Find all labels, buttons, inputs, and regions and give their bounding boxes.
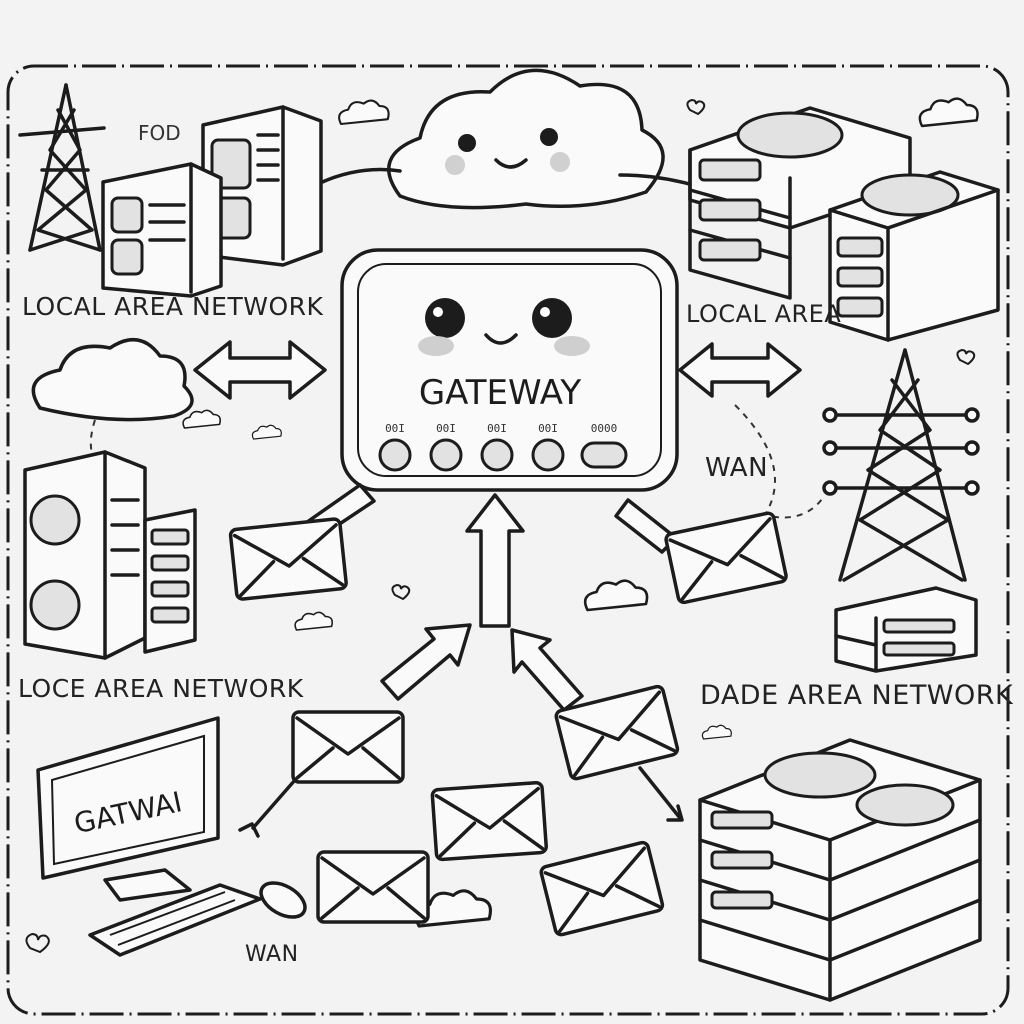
gateway-port-label: 00I (385, 422, 405, 435)
label-local-area: LOCAL AREA (686, 300, 842, 328)
server-unit-icon (834, 586, 978, 673)
server-tower-icon (143, 508, 197, 654)
dashed-link (734, 404, 826, 519)
small-cloud-icon (583, 579, 649, 612)
up-arrow-icon (465, 493, 525, 628)
label-loce-area-network: LOCE AREA NETWORK (18, 674, 304, 703)
computer-monitor-icon (36, 716, 220, 902)
heart-doodle (25, 932, 50, 954)
heart-doodle (956, 348, 976, 366)
envelope-icon (663, 510, 789, 606)
server-rack-icon (828, 170, 1000, 342)
envelope-icon (291, 710, 405, 784)
scribble-text: FOD (138, 121, 181, 145)
mouse-icon (259, 881, 307, 919)
gateway-port-label: 00I (487, 422, 507, 435)
envelope-icon (430, 780, 549, 862)
server-rack-icon (688, 106, 912, 300)
gateway-port-label: 00I (436, 422, 456, 435)
frame-border (6, 64, 1010, 1016)
keyboard-icon (88, 883, 262, 957)
small-cloud-icon (918, 97, 979, 128)
double-arrow-icon (193, 340, 327, 400)
heart-doodle (686, 98, 706, 116)
connector-line (318, 167, 402, 185)
small-cloud-icon (182, 409, 222, 429)
gateway-port-labels: 00I 00I 00I 00I 0000 (385, 422, 617, 435)
small-cloud-icon (251, 424, 282, 440)
transmission-tower-icon (822, 348, 980, 582)
transmission-tower-icon (18, 83, 106, 252)
speaker-server-icon (23, 450, 147, 660)
label-local-area-network: LOCAL AREA NETWORK (22, 292, 324, 321)
small-cloud-icon (701, 724, 732, 740)
arrow-icon (380, 623, 472, 701)
arrow-icon (510, 628, 584, 712)
gateway-port-label: 00I (538, 422, 558, 435)
arrow-stroke (614, 498, 678, 554)
small-cloud-icon (294, 611, 334, 631)
heart-doodle (391, 583, 411, 601)
server-rack-icon (698, 738, 982, 1002)
small-cloud-icon (338, 99, 390, 126)
arrow-stroke (638, 766, 682, 820)
arrow-stroke (251, 778, 297, 830)
envelope-icon (316, 850, 430, 924)
gateway-label: GATEWAY (419, 373, 582, 413)
cloud-icon (387, 68, 665, 210)
gateway-port-label: 0000 (591, 422, 618, 435)
cloud-icon-left (31, 338, 194, 471)
label-wan-bottom: WAN (245, 942, 299, 967)
label-wan-right: WAN (705, 453, 769, 483)
envelope-icon (538, 839, 666, 938)
double-arrow-icon (678, 342, 802, 398)
label-dade-area-network: DADE AREA NETWORK (700, 680, 1014, 711)
gateway-device (340, 248, 679, 492)
server-tower-icon (101, 162, 223, 298)
envelope-icon (228, 516, 349, 602)
